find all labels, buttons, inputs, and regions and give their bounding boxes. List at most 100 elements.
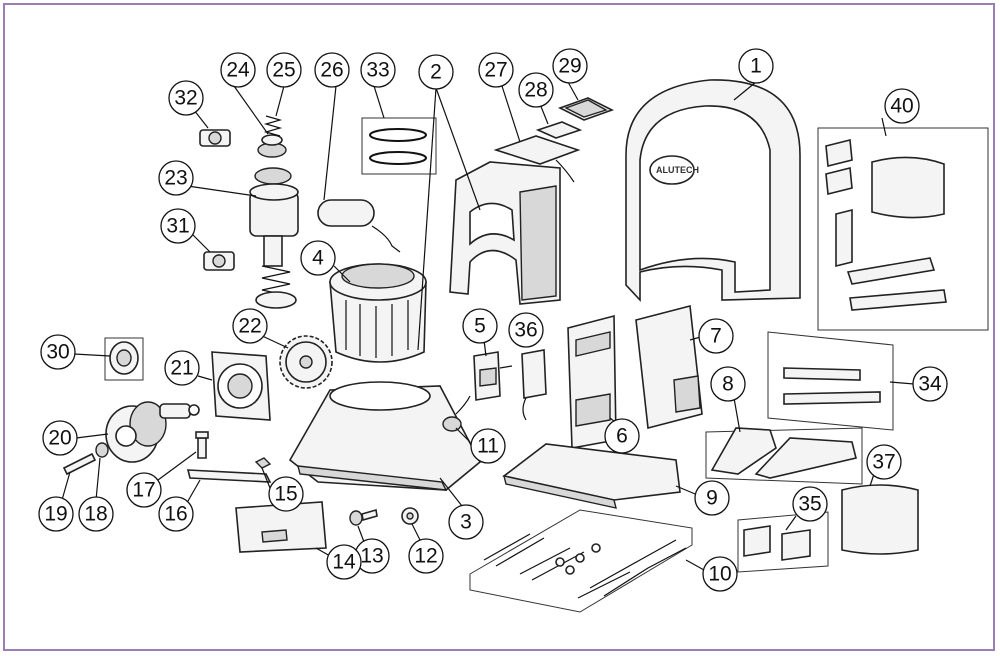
callout-26: 26 — [314, 52, 350, 88]
callout-number: 16 — [164, 503, 187, 526]
callout-number: 13 — [360, 545, 383, 568]
callout-27: 27 — [478, 52, 514, 88]
part-washer-18 — [95, 442, 109, 458]
callout-6: 6 — [604, 418, 640, 454]
callout-22: 22 — [232, 308, 268, 344]
callout-number: 32 — [174, 87, 197, 110]
callout-2: 2 — [418, 54, 454, 90]
callout-28: 28 — [518, 72, 554, 108]
callout-8: 8 — [710, 366, 746, 402]
part-limit-magnet-5 — [473, 351, 513, 401]
part-fasteners-10 — [483, 533, 687, 599]
callout-23: 23 — [158, 160, 194, 196]
callout-number: 26 — [320, 59, 343, 82]
callout-number: 24 — [226, 59, 250, 82]
callout-25: 25 — [266, 52, 302, 88]
part-bearing-31 — [203, 251, 235, 271]
callout-number: 23 — [164, 167, 187, 190]
callout-number: 4 — [312, 247, 324, 270]
callout-36-highlighted: 36 — [508, 312, 544, 348]
callout-29: 29 — [552, 48, 588, 84]
callout-33: 33 — [360, 52, 396, 88]
callout-16: 16 — [158, 496, 194, 532]
callout-number: 30 — [46, 341, 69, 364]
callout-7: 7 — [698, 318, 734, 354]
part-blocks-35 — [743, 525, 811, 561]
part-bolt-13 — [349, 508, 378, 526]
callout-24: 24 — [220, 52, 256, 88]
part-gland-11 — [442, 395, 471, 432]
group-box-40 — [817, 127, 989, 331]
part-spring-24 — [257, 134, 287, 158]
callout-3: 3 — [448, 504, 484, 540]
callout-number: 19 — [44, 503, 67, 526]
brand-logo-text: ALUTECH — [656, 165, 699, 175]
callout-number: 20 — [48, 427, 71, 450]
leader-lines — [61, 81, 915, 571]
part-pcb-6 — [567, 314, 617, 449]
part-remote-29 — [557, 97, 615, 121]
callout-18: 18 — [78, 496, 114, 532]
callout-number: 28 — [524, 79, 547, 102]
callout-12: 12 — [408, 538, 444, 574]
diagram-frame — [3, 3, 995, 651]
part-base-housing-3 — [288, 381, 482, 491]
part-spring-25 — [263, 115, 283, 137]
part-cover-plate-14 — [235, 501, 327, 553]
callout-5: 5 — [462, 308, 498, 344]
callout-number: 21 — [170, 357, 193, 380]
part-brackets-34 — [783, 367, 881, 405]
part-clip-15 — [254, 457, 272, 469]
group-box-33 — [361, 117, 437, 175]
callout-10: 10 — [702, 556, 738, 592]
callout-number: 37 — [872, 451, 895, 474]
part-seal-rings-33 — [369, 128, 427, 165]
part-pin-19 — [62, 452, 97, 476]
callout-number: 40 — [890, 95, 913, 118]
callout-number: 6 — [616, 425, 628, 448]
callout-number: 12 — [414, 545, 437, 568]
part-capacitor-26 — [317, 199, 401, 253]
callout-number: 1 — [750, 55, 762, 78]
part-strip-16 — [186, 469, 272, 483]
callout-number: 15 — [274, 483, 297, 506]
callout-number: 29 — [558, 55, 581, 78]
part-motor-4 — [329, 263, 427, 363]
part-release-knob-20 — [105, 401, 200, 463]
callout-14: 14 — [326, 544, 362, 580]
callout-40: 40 — [884, 88, 920, 124]
callout-number: 11 — [477, 435, 499, 458]
part-bracket-8 — [710, 427, 857, 479]
group-box-34 — [767, 331, 894, 431]
callout-number: 2 — [430, 61, 442, 84]
part-worm-screw — [255, 265, 297, 309]
callout-30: 30 — [40, 334, 76, 370]
callout-number: 36 — [514, 319, 537, 342]
group-box-10 — [469, 509, 693, 613]
callout-21: 21 — [164, 350, 200, 386]
callout-number: 7 — [710, 325, 722, 348]
group-box-30 — [104, 337, 144, 381]
part-shield-37 — [841, 484, 919, 555]
callout-number: 25 — [272, 59, 295, 82]
part-gear-22 — [279, 335, 333, 389]
callout-number: 22 — [238, 315, 261, 338]
part-kit-40 — [825, 138, 947, 311]
part-bearing-30 — [109, 341, 139, 375]
callout-31: 31 — [160, 208, 196, 244]
callout-number: 27 — [484, 59, 507, 82]
callout-4: 4 — [300, 240, 336, 276]
callout-number: 9 — [706, 487, 718, 510]
callout-number: 14 — [332, 551, 356, 574]
callout-1: 1 — [738, 48, 774, 84]
callout-13: 13 — [354, 538, 390, 574]
part-nut-12 — [401, 507, 419, 525]
callout-11: 11 — [470, 428, 506, 464]
part-inner-cover — [449, 161, 561, 305]
callout-9: 9 — [694, 480, 730, 516]
callout-19: 19 — [38, 496, 74, 532]
part-flange-21 — [211, 351, 271, 421]
callout-number: 18 — [84, 503, 107, 526]
callout-number: 5 — [474, 315, 486, 338]
